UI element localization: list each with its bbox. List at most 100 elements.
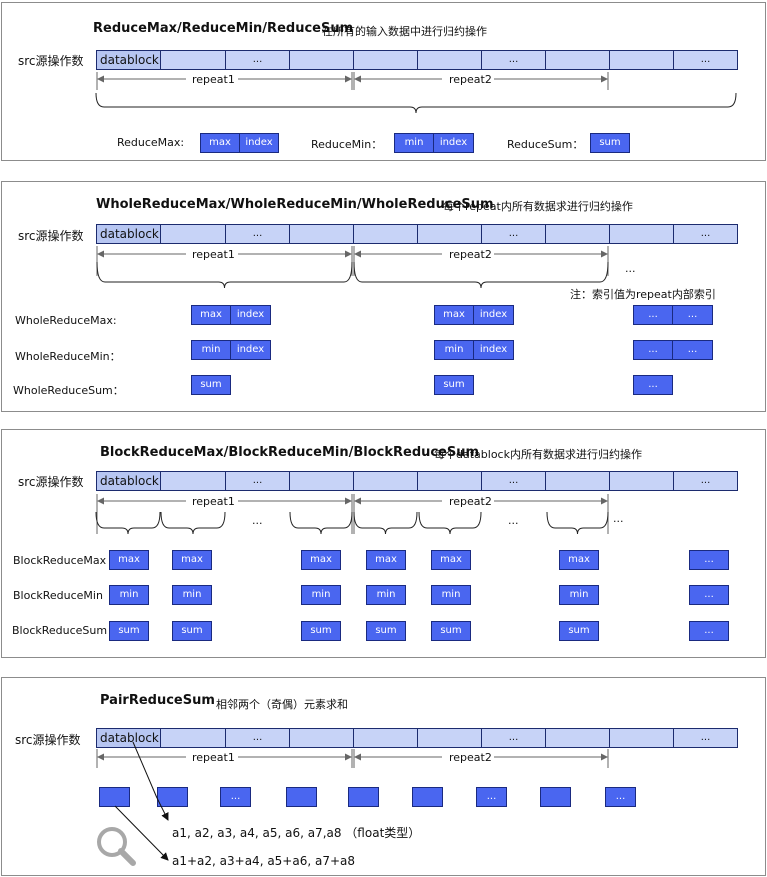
panel4-title: PairReduceSum [100,693,215,708]
panel4-arrow-upper-head [156,797,169,821]
panel1-all-data-brace [95,92,737,114]
panel3-datablock-brace [418,511,482,535]
panel4-input-line: a1, a2, a3, a4, a5, a6, a7,a8 （float类型） [172,826,421,840]
panel1-sum-label: ReduceSum： [507,138,584,151]
panel3-min-box: min [431,585,471,605]
data-cell: ... [673,728,738,748]
panel3-sum-box: sum [559,621,599,641]
panel3-max-box: max [172,550,212,570]
panel2-rn-sum: ... [633,375,673,395]
panel3-min-ellipsis-box: ... [689,585,729,605]
panel3-sum-ellipsis-box: ... [689,621,729,641]
panel3-sum-label: BlockReduceSum [12,624,108,637]
panel3-sum-box: sum [366,621,406,641]
panel4-result-box [286,787,317,807]
panel1-src-label: src源操作数 [18,54,84,68]
panel3-src-label: src源操作数 [18,475,84,489]
panel2-trailing-ellipsis: ... [625,262,636,275]
panel2-r1-min-index: index [230,340,271,360]
panel-reduce [1,2,766,161]
panel-whole-reduce [1,181,766,412]
panel2-r1-sum: sum [191,375,231,395]
panel3-datablock-brace [289,511,353,535]
panel3-min-box: min [559,585,599,605]
datablock-cell: datablock [96,224,161,244]
panel3-sum-box: sum [431,621,471,641]
panel2-note: 注：索引值为repeat内部索引 [570,288,716,301]
panel3-ellipsis-trailing: ... [613,512,624,525]
panel3-title: BlockReduceMax/BlockReduceMin/BlockReduc… [100,445,480,460]
panel4-repeat1-label: repeat1 [192,751,235,764]
panel2-rn-min-index: ... [672,340,713,360]
panel1-min-index-box: index [433,133,474,153]
data-cell: ... [673,471,738,491]
panel4-src-label: src源操作数 [15,733,81,747]
panel-block-reduce [1,429,766,658]
panel4-result-box [348,787,379,807]
panel4-result-ellipsis-box: ... [220,787,251,807]
panel4-desc: 相邻两个（奇偶）元素求和 [216,698,348,711]
panel4-result-box [99,787,130,807]
panel3-datablock-brace [546,511,609,535]
data-cell: ... [481,224,546,244]
panel1-repeat2-label: repeat2 [449,73,492,86]
panel3-sum-box: sum [301,621,341,641]
panel3-max-box: max [366,550,406,570]
data-cell: ... [481,471,546,491]
panel2-desc: 每个repeat内所有数据求进行归约操作 [443,200,633,213]
panel1-sum-box: sum [590,133,630,153]
datablock-cell: datablock [96,728,161,748]
panel3-min-box: min [366,585,406,605]
panel3-max-box: max [109,550,149,570]
panel2-r1-max-index: index [230,305,271,325]
panel3-sum-box: sum [172,621,212,641]
panel3-max-box: max [301,550,341,570]
panel4-repeat2-label: repeat2 [449,751,492,764]
panel2-repeat1-brace [96,261,353,289]
panel2-repeat2-label: repeat2 [449,248,492,261]
panel3-min-box: min [109,585,149,605]
panel4-arrow-upper [132,741,158,799]
datablock-cell: datablock [96,50,161,70]
panel1-max-label: ReduceMax: [117,136,185,149]
panel2-min-label: WholeReduceMin： [15,350,121,363]
panel3-min-label: BlockReduceMin [13,589,103,602]
panel3-max-ellipsis-box: ... [689,550,729,570]
panel2-src-label: src源操作数 [18,229,84,243]
panel2-repeat2-brace [353,261,609,289]
panel4-result-box [412,787,443,807]
panel4-output-line: a1+a2, a3+a4, a5+a6, a7+a8 [172,854,356,868]
magnifier-icon [97,827,136,866]
data-cell: ... [673,50,738,70]
panel4-result-box [157,787,188,807]
panel1-min-label: ReduceMin： [311,138,383,151]
panel3-max-box: max [559,550,599,570]
panel4-arrow-lower [114,805,169,861]
panel2-sum-label: WholeReduceSum： [13,384,124,397]
panel4-result-ellipsis-box: ... [476,787,507,807]
panel4-result-ellipsis-box: ... [605,787,636,807]
panel1-title: ReduceMax/ReduceMin/ReduceSum [93,21,354,36]
panel2-max-label: WholeReduceMax: [15,314,117,327]
panel3-ellipsis-r2: ... [508,514,519,527]
datablock-cell: datablock [96,471,161,491]
data-cell: ... [673,224,738,244]
panel3-sum-box: sum [109,621,149,641]
panel2-r2-max-index: index [473,305,514,325]
panel1-repeat1-label: repeat1 [192,73,235,86]
panel2-r2-sum: sum [434,375,474,395]
data-cell: ... [225,471,290,491]
panel2-r1-min: min [191,340,231,360]
panel1-desc: 在所有的输入数据中进行归约操作 [322,25,487,38]
panel3-datablock-brace [95,511,161,535]
panel2-rn-max-index: ... [672,305,713,325]
panel4-result-box [540,787,571,807]
panel-pair-reduce [1,677,766,876]
panel3-ellipsis-r1: ... [252,514,263,527]
panel3-max-box: max [431,550,471,570]
panel2-title: WholeReduceMax/WholeReduceMin/WholeReduc… [96,197,494,212]
panel3-datablock-brace [160,511,226,535]
panel3-min-box: min [172,585,212,605]
panel3-repeat2-label: repeat2 [449,495,492,508]
